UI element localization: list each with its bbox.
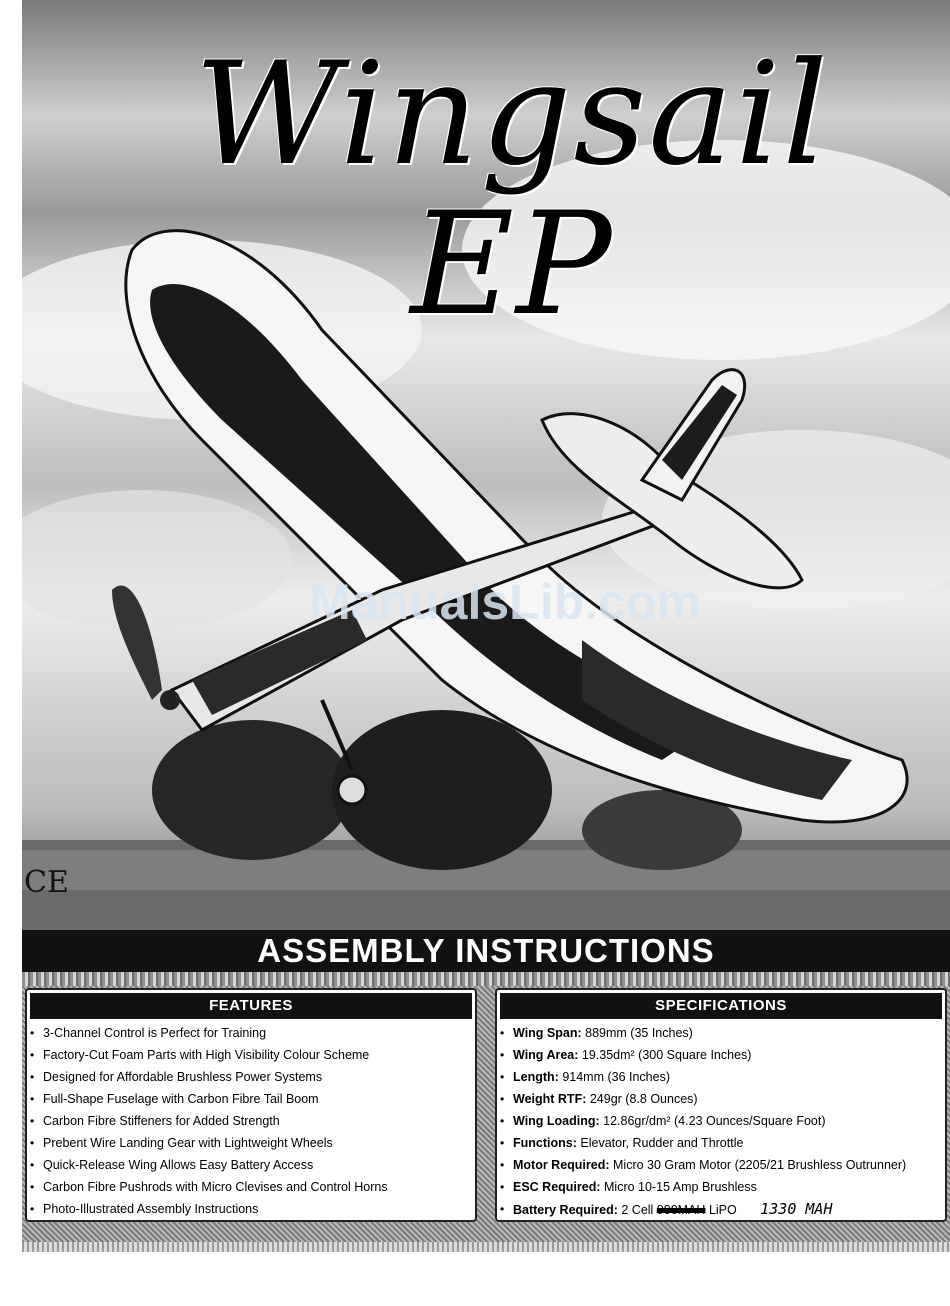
spec-label: Battery Required: (513, 1203, 618, 1217)
handwritten-note: 1330 MAH (760, 1200, 833, 1218)
document-title: Wingsail EP (194, 32, 830, 347)
spec-item: Wing Area: 19.35dm² (300 Square Inches) (497, 1044, 945, 1066)
list-item: Prebent Wire Landing Gear with Lightweig… (27, 1132, 475, 1154)
watermark: ManualsLib.com (309, 574, 701, 630)
spec-label: Weight RTF: (513, 1092, 587, 1106)
spec-label: Functions: (513, 1136, 577, 1150)
list-item: Carbon Fibre Pushrods with Micro Clevise… (27, 1176, 475, 1198)
features-box: FEATURES 3-Channel Control is Perfect fo… (25, 988, 477, 1222)
spec-label: Wing Span: (513, 1026, 582, 1040)
spec-value: 914mm (36 Inches) (562, 1070, 670, 1084)
struck-out-capacity: 900MAH (656, 1203, 706, 1217)
specifications-box: SPECIFICATIONS Wing Span: 889mm (35 Inch… (495, 988, 947, 1222)
spec-item: Wing Loading: 12.86gr/dm² (4.23 Ounces/S… (497, 1110, 945, 1132)
features-heading: FEATURES (30, 993, 472, 1019)
list-item: 3-Channel Control is Perfect for Trainin… (27, 1022, 475, 1044)
texture-strip-bottom (22, 1242, 950, 1252)
banner-title: ASSEMBLY INSTRUCTIONS (257, 932, 715, 969)
features-list: 3-Channel Control is Perfect for Trainin… (27, 1022, 475, 1220)
spec-value: Micro 10-15 Amp Brushless (604, 1180, 757, 1194)
section-banner: ASSEMBLY INSTRUCTIONS (22, 930, 950, 972)
spec-item: Motor Required: Micro 30 Gram Motor (220… (497, 1154, 945, 1176)
battery-suffix: LiPO (708, 1203, 737, 1217)
spec-item: Weight RTF: 249gr (8.8 Ounces) (497, 1088, 945, 1110)
spec-label: Length: (513, 1070, 559, 1084)
texture-strip (22, 972, 950, 986)
list-item: Carbon Fibre Stiffeners for Added Streng… (27, 1110, 475, 1132)
spec-item: ESC Required: Micro 10-15 Amp Brushless (497, 1176, 945, 1198)
spec-item: Wing Span: 889mm (35 Inches) (497, 1022, 945, 1044)
spec-item-battery: Battery Required: 2 Cell 900MAH LiPO 133… (497, 1198, 945, 1220)
spec-label: Wing Area: (513, 1048, 579, 1062)
spec-label: Wing Loading: (513, 1114, 600, 1128)
spec-item: Length: 914mm (36 Inches) (497, 1066, 945, 1088)
list-item: Designed for Affordable Brushless Power … (27, 1066, 475, 1088)
spec-item: Functions: Elevator, Rudder and Throttle (497, 1132, 945, 1154)
list-item: Full-Shape Fuselage with Carbon Fibre Ta… (27, 1088, 475, 1110)
battery-prefix: 2 Cell (621, 1203, 654, 1217)
list-item: Photo-Illustrated Assembly Instructions (27, 1198, 475, 1220)
spec-label: Motor Required: (513, 1158, 610, 1172)
spec-label: ESC Required: (513, 1180, 601, 1194)
spec-value: 12.86gr/dm² (4.23 Ounces/Square Foot) (603, 1114, 826, 1128)
ce-mark-icon: CE (24, 865, 69, 900)
spec-value: 889mm (35 Inches) (585, 1026, 693, 1040)
spec-value: 19.35dm² (300 Square Inches) (581, 1048, 752, 1062)
specifications-heading: SPECIFICATIONS (500, 993, 942, 1019)
spec-value: Micro 30 Gram Motor (2205/21 Brushless O… (613, 1158, 907, 1172)
airplane-illustration (22, 140, 950, 965)
cover-photo: Wingsail EP CE ManualsLib.com (22, 0, 950, 965)
spec-value: 249gr (8.8 Ounces) (589, 1092, 698, 1106)
spec-value: Elevator, Rudder and Throttle (580, 1136, 744, 1150)
list-item: Quick-Release Wing Allows Easy Battery A… (27, 1154, 475, 1176)
list-item: Factory-Cut Foam Parts with High Visibil… (27, 1044, 475, 1066)
specifications-list: Wing Span: 889mm (35 Inches) Wing Area: … (497, 1022, 945, 1220)
